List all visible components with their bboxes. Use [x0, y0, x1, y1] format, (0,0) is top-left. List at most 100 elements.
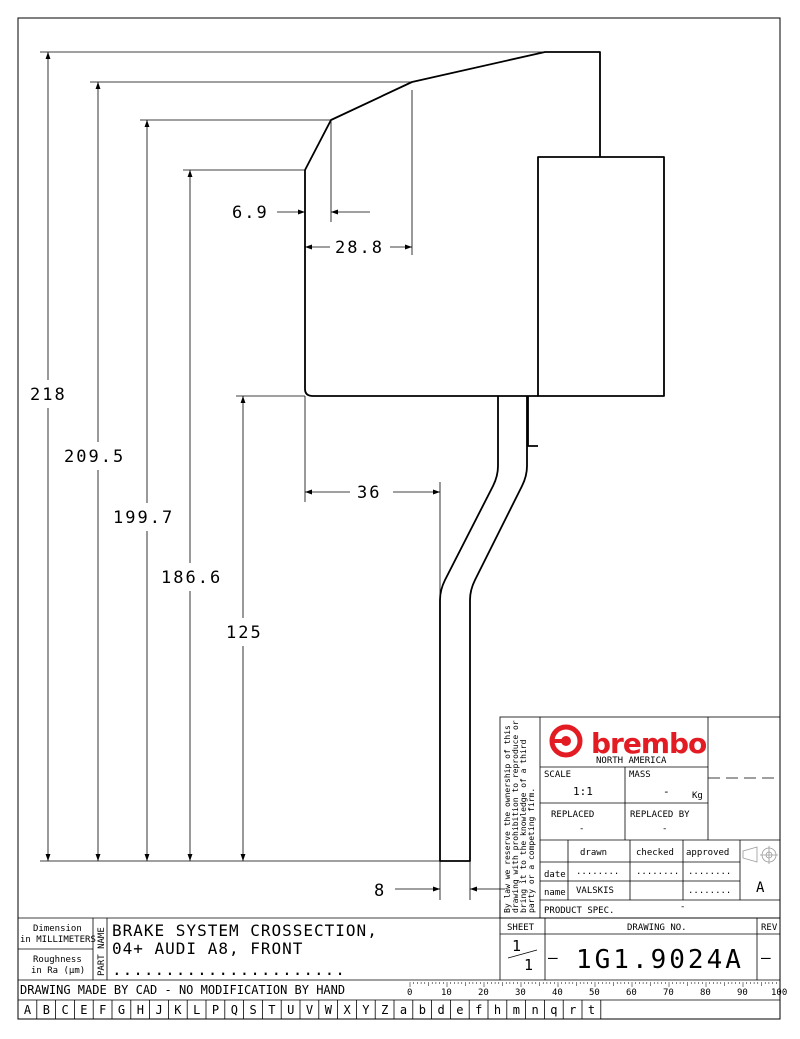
ruler-label: 100 — [771, 988, 787, 998]
ruler-label: 90 — [737, 988, 748, 998]
drawn-name: VALSKIS — [576, 886, 614, 896]
brand-name: brembo — [591, 727, 707, 760]
ruler-label: 60 — [626, 988, 637, 998]
grid-letter: a — [400, 1003, 407, 1017]
grid-letter: S — [250, 1003, 257, 1017]
dimension-unit: in MILLIMETERS — [20, 935, 96, 945]
grid-letter: W — [325, 1003, 333, 1017]
grid-letter: t — [588, 1003, 595, 1017]
ruler-label: 20 — [478, 988, 489, 998]
grid-letter: V — [306, 1003, 313, 1017]
dim-28-8: 28.8 — [335, 238, 384, 258]
lower-title-text: Dimension in MILLIMETERS Roughness in Ra… — [20, 921, 778, 997]
grid-letter: e — [456, 1003, 463, 1017]
projection-symbol-icon — [742, 846, 778, 864]
part-name-label: PART NAME — [97, 927, 107, 976]
dim-209-5: 209.5 — [64, 447, 125, 467]
svg-text:party or a competing firm.: party or a competing firm. — [527, 788, 536, 913]
product-spec-label: PRODUCT SPEC. — [544, 906, 614, 916]
scale-ruler: 0 10 20 30 40 50 60 70 80 90 100 — [407, 982, 787, 998]
ruler-label: 10 — [441, 988, 452, 998]
mass-value: - — [663, 785, 670, 798]
rev-label: REV — [761, 923, 778, 933]
name-label: name — [544, 888, 566, 898]
checked-label: checked — [636, 848, 674, 858]
dim-218: 218 — [30, 385, 67, 405]
grid-letter: Z — [381, 1003, 388, 1017]
part-name-line2: 04+ AUDI A8, FRONT — [112, 939, 303, 958]
dim-199-7: 199.7 — [113, 508, 174, 528]
brembo-logo: brembo NORTH AMERICA — [549, 724, 708, 766]
grid-letter: J — [156, 1003, 163, 1017]
replaced-by-label: REPLACED BY — [630, 810, 690, 820]
dimensions — [40, 51, 545, 900]
roughness-unit: in Ra (µm) — [31, 966, 85, 976]
projection-letter: A — [756, 880, 765, 896]
date-drawn: ........ — [576, 867, 619, 877]
brand-sub: NORTH AMERICA — [596, 756, 667, 766]
grid-letter: H — [137, 1003, 144, 1017]
grid-letter: h — [494, 1003, 501, 1017]
sheet-dash: — — [548, 948, 558, 967]
ruler-label: 70 — [663, 988, 674, 998]
svg-text:bring it to the knowledge of a: bring it to the knowledge of a third — [519, 739, 528, 913]
grid-letter: n — [532, 1003, 539, 1017]
ruler-label: 80 — [700, 988, 711, 998]
grid-letter: E — [80, 1003, 87, 1017]
date-label: date — [544, 870, 566, 880]
grid-letter: Y — [362, 1003, 370, 1017]
scale-value: 1:1 — [573, 785, 593, 798]
svg-text:By law we reserve the ownershi: By law we reserve the ownership of this — [503, 725, 512, 913]
dim-125: 125 — [226, 623, 263, 643]
grid-letter: B — [43, 1003, 50, 1017]
part-profile — [304, 51, 665, 862]
grid-letter: U — [287, 1003, 294, 1017]
part-name-line1: BRAKE SYSTEM CROSSECTION, — [112, 921, 378, 940]
replaced-by-value: - — [662, 824, 667, 834]
title-block-text: SCALE 1:1 MASS - Kg REPLACED - REPLACED … — [544, 770, 765, 916]
sheet-total: 1 — [524, 956, 533, 974]
grid-letter: b — [419, 1003, 426, 1017]
replaced-label: REPLACED — [551, 810, 594, 820]
dimension-labels: 218 209.5 199.7 186.6 125 6.9 28.8 36 8 — [30, 203, 386, 901]
replaced-value: - — [579, 824, 584, 834]
ruler-label: 30 — [515, 988, 526, 998]
drawing-no-label: DRAWING NO. — [627, 923, 687, 933]
ruler-label: 40 — [552, 988, 563, 998]
dim-36: 36 — [357, 483, 381, 503]
grid-letter: X — [344, 1003, 352, 1017]
grid-letter: Q — [231, 1003, 238, 1017]
drawing-number: 1G1.9024A — [576, 945, 744, 975]
name-approved: ........ — [688, 886, 731, 896]
cad-note: DRAWING MADE BY CAD - NO MODIFICATION BY… — [20, 983, 345, 997]
dim-8: 8 — [374, 881, 386, 901]
roughness-label: Roughness — [33, 955, 82, 965]
grid-letter: A — [24, 1003, 32, 1017]
date-approved: ........ — [688, 867, 731, 877]
grid-letter: f — [475, 1003, 482, 1017]
dimension-label: Dimension — [33, 924, 82, 934]
rev-value: — — [761, 948, 771, 967]
grid-letter: L — [193, 1003, 200, 1017]
mass-unit: Kg — [692, 791, 703, 801]
drawn-label: drawn — [580, 848, 607, 858]
grid-letter: d — [438, 1003, 445, 1017]
svg-text:drawing with prohibition to re: drawing with prohibition to reproduce or — [511, 720, 520, 913]
grid-letter: K — [174, 1003, 182, 1017]
date-checked: ........ — [636, 867, 679, 877]
lower-title-block — [18, 900, 780, 1001]
grid-letter: r — [569, 1003, 576, 1017]
legal-notice: By law we reserve the ownership of this … — [503, 720, 536, 913]
sheet-number: 1 — [512, 937, 521, 955]
ruler-label: 0 — [407, 988, 412, 998]
grid-letter: F — [99, 1003, 106, 1017]
grid-letter: C — [62, 1003, 69, 1017]
grid-letter: P — [212, 1003, 219, 1017]
sheet-border — [17, 17, 781, 1020]
mass-label: MASS — [629, 770, 651, 780]
ruler-label: 50 — [589, 988, 600, 998]
product-spec-value: - — [680, 902, 685, 912]
part-name-dots: ...................... — [112, 960, 346, 979]
